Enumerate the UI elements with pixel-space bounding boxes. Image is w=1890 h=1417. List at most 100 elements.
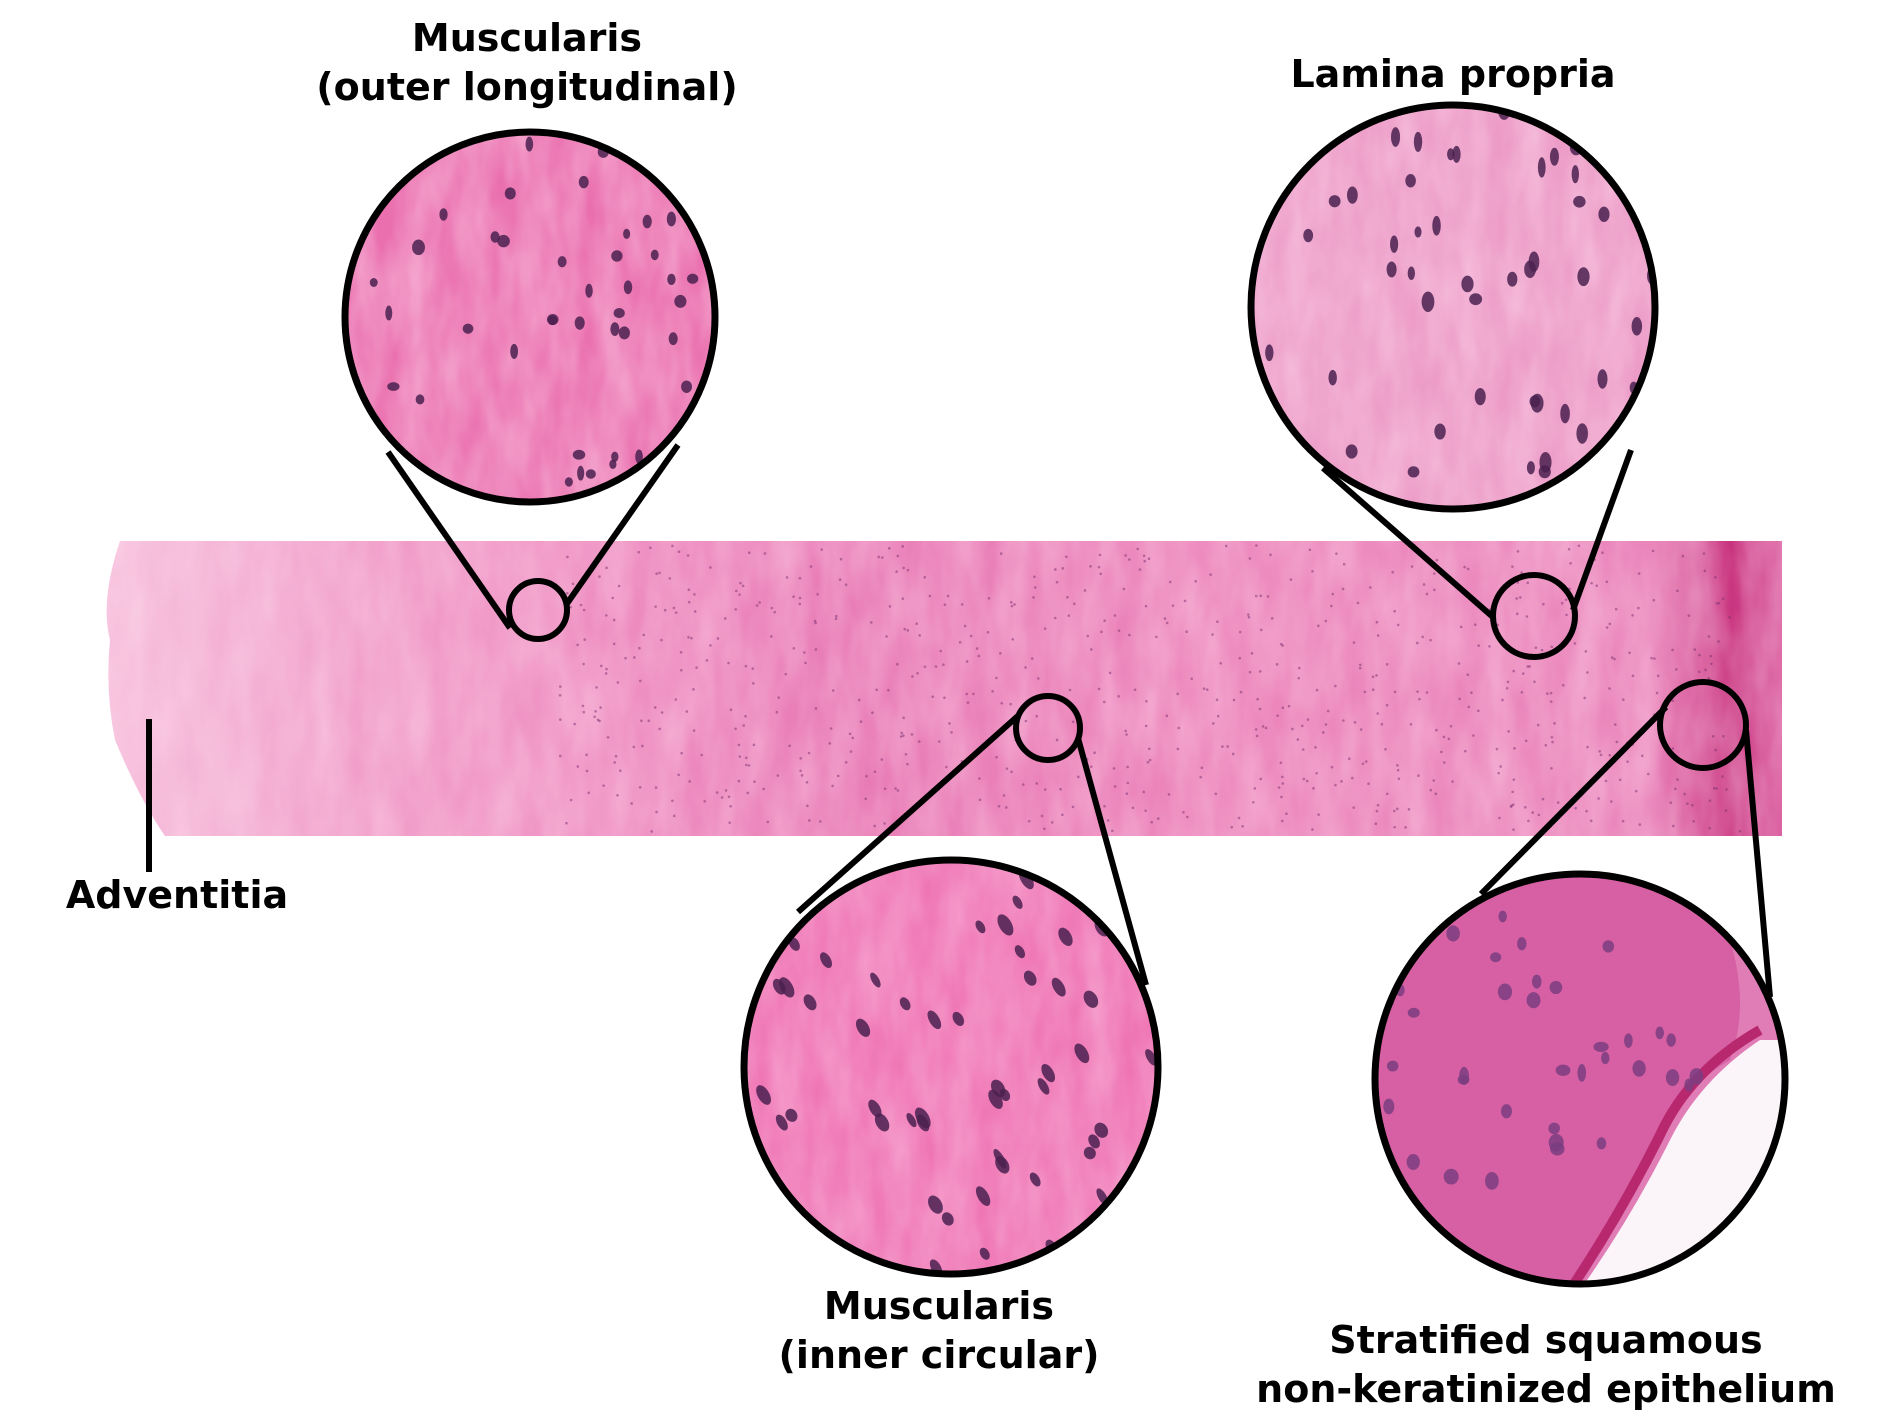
- tissue-speck: [1674, 787, 1677, 791]
- tissue-speck: [1010, 770, 1013, 774]
- tissue-speck: [751, 667, 755, 670]
- tissue-speck: [1125, 733, 1128, 736]
- tissue-speck: [1089, 565, 1092, 568]
- nucleus: [1407, 1007, 1420, 1018]
- tissue-speck: [948, 722, 951, 725]
- tissue-speck: [1550, 767, 1553, 770]
- tissue-speck: [785, 576, 789, 579]
- tissue-speck: [870, 621, 873, 624]
- nucleus: [1548, 1122, 1560, 1135]
- nucleus: [1573, 195, 1586, 208]
- tissue-speck: [1237, 816, 1241, 820]
- nucleus: [1434, 854, 1444, 868]
- tissue-speck: [896, 662, 899, 666]
- nucleus: [775, 1114, 788, 1131]
- tissue-speck: [1605, 626, 1609, 629]
- tissue-speck: [1376, 712, 1379, 715]
- tissue-speck: [901, 597, 905, 600]
- tissue-speck: [966, 701, 970, 704]
- tissue-speck: [903, 627, 907, 631]
- tissue-speck: [1312, 787, 1315, 790]
- tissue-speck: [1176, 747, 1180, 751]
- nucleus: [1051, 977, 1066, 997]
- tissue-speck: [1027, 819, 1031, 823]
- tissue-speck: [1021, 783, 1025, 786]
- tissue-speck: [1113, 614, 1117, 617]
- tissue-speck: [901, 545, 905, 548]
- tissue-speck: [1640, 754, 1644, 758]
- nucleus: [1014, 945, 1026, 959]
- tissue-speck: [1097, 687, 1101, 691]
- nucleus: [564, 477, 573, 487]
- tissue-speck: [573, 722, 577, 726]
- tissue-speck: [559, 754, 562, 758]
- tissue-speck: [674, 698, 678, 701]
- tissue-speck: [808, 819, 811, 822]
- tissue-speck: [1609, 800, 1613, 803]
- tissue-speck: [1628, 651, 1631, 655]
- tissue-speck: [1708, 826, 1711, 830]
- tissue-speck: [1214, 792, 1218, 796]
- nucleus: [497, 234, 510, 248]
- tissue-speck: [1258, 670, 1262, 673]
- tissue-speck: [1715, 602, 1719, 605]
- tissue-speck: [1440, 750, 1443, 754]
- nucleus: [525, 136, 534, 152]
- nucleus: [819, 952, 833, 969]
- tissue-speck: [604, 672, 608, 675]
- tissue-speck: [1707, 635, 1711, 638]
- tissue-speck: [857, 698, 861, 702]
- nucleus: [585, 469, 596, 479]
- tissue-speck: [1631, 614, 1634, 617]
- tissue-speck: [1397, 777, 1401, 781]
- tissue-speck: [1252, 800, 1255, 804]
- tissue-speck: [1000, 701, 1004, 705]
- nucleus: [1392, 878, 1407, 895]
- tissue-speck: [1361, 762, 1365, 766]
- tissue-speck: [977, 654, 981, 658]
- tissue-speck: [640, 719, 643, 723]
- tissue-speck: [1569, 562, 1572, 565]
- nucleus: [666, 211, 676, 227]
- nucleus: [1507, 271, 1518, 287]
- tissue-speck: [1055, 738, 1059, 742]
- tissue-speck: [896, 554, 900, 558]
- tissue-speck: [1470, 691, 1473, 695]
- tissue-speck: [1248, 557, 1252, 560]
- tissue-speck: [1106, 819, 1110, 822]
- tissue-speck: [1315, 688, 1319, 692]
- tissue-speck: [720, 796, 724, 799]
- tissue-speck: [792, 647, 796, 650]
- tissue-speck: [752, 743, 756, 747]
- nucleus: [1571, 165, 1579, 184]
- tissue-speck: [1205, 688, 1209, 691]
- nucleus: [744, 1192, 758, 1212]
- tissue-speck: [831, 689, 835, 692]
- tissue-speck: [679, 668, 683, 672]
- tissue-speck: [1066, 595, 1069, 599]
- tissue-speck: [1506, 680, 1510, 684]
- tissue-speck: [784, 672, 788, 676]
- tissue-speck: [600, 664, 603, 668]
- nucleus: [1469, 293, 1483, 306]
- tissue-speck: [1396, 764, 1399, 767]
- tissue-speck: [1708, 799, 1712, 802]
- tissue-speck: [737, 743, 741, 747]
- tissue-speck: [1511, 790, 1514, 794]
- nucleus: [1315, 127, 1325, 146]
- tissue-speck: [975, 647, 979, 650]
- tissue-speck: [1112, 767, 1116, 770]
- tissue-speck: [735, 589, 738, 593]
- tissue-speck: [1238, 630, 1242, 634]
- nucleus: [1265, 344, 1274, 362]
- tissue-speck: [1350, 776, 1354, 780]
- tissue-speck: [1156, 817, 1160, 820]
- tissue-speck: [803, 651, 806, 654]
- tissue-speck: [747, 764, 751, 767]
- tissue-speck: [680, 751, 683, 755]
- tissue-speck: [1384, 747, 1387, 751]
- nucleus: [1631, 316, 1643, 336]
- nucleus: [1577, 267, 1590, 287]
- tissue-speck: [1155, 635, 1158, 639]
- tissue-speck: [633, 656, 636, 659]
